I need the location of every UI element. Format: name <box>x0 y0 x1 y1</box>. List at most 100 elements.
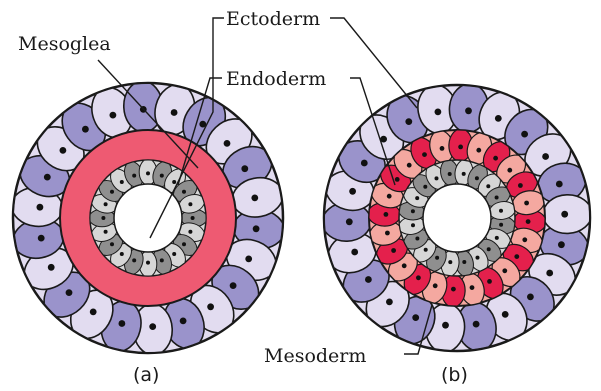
ectoderm-b-nucleus <box>542 153 549 160</box>
endoderm-a-nucleus <box>182 242 186 246</box>
endoderm-a-nucleus <box>101 216 105 220</box>
ectoderm-a-nucleus <box>180 318 187 325</box>
mesoderm-b-nucleus <box>387 194 392 199</box>
ectoderm-a-nucleus <box>90 309 97 316</box>
ectoderm-b-nucleus <box>435 109 442 116</box>
endoderm-a-nucleus <box>110 242 114 246</box>
endoderm-a-nucleus <box>110 190 114 194</box>
ectoderm-a-nucleus <box>245 256 252 263</box>
mesoderm-b-nucleus <box>433 283 438 288</box>
cavity-b <box>423 184 491 252</box>
ectoderm-b-nucleus <box>442 322 449 329</box>
mesoderm-b-nucleus <box>422 152 427 157</box>
mesoderm-b-nucleus <box>470 285 475 290</box>
mesoderm-b-nucleus <box>416 275 421 280</box>
ectoderm-a-nucleus <box>119 320 126 327</box>
label-ectoderm: Ectoderm <box>226 8 320 30</box>
endoderm-b-nucleus <box>462 172 466 176</box>
ectoderm-b-nucleus <box>365 276 372 283</box>
ectoderm-b-nucleus <box>556 181 563 188</box>
endoderm-b-nucleus <box>411 209 415 213</box>
endoderm-a-nucleus <box>188 230 192 234</box>
mesoderm-b-nucleus <box>440 146 445 151</box>
mesoderm-b-nucleus <box>395 177 400 182</box>
ectoderm-a-nucleus <box>251 195 258 202</box>
endoderm-b-nucleus <box>448 260 452 264</box>
mesoderm-b-nucleus <box>507 168 512 173</box>
endoderm-b-nucleus <box>475 176 479 180</box>
ectoderm-a-nucleus <box>48 264 55 271</box>
mesoderm-b-nucleus <box>451 287 456 292</box>
ectoderm-b-nucleus <box>351 249 358 256</box>
endoderm-b-nucleus <box>448 172 452 176</box>
endoderm-a-nucleus <box>172 180 176 184</box>
ectoderm-b-nucleus <box>558 241 565 248</box>
mesoderm-b-nucleus <box>487 279 492 284</box>
mesoderm-b-nucleus <box>502 268 507 273</box>
endoderm-b-nucleus <box>495 236 499 240</box>
mesoderm-b-nucleus <box>391 248 396 253</box>
caption-a: (a) <box>133 364 159 386</box>
ectoderm-b-nucleus <box>527 294 534 301</box>
mesoderm-b-nucleus <box>476 148 481 153</box>
ectoderm-a-nucleus <box>44 174 51 181</box>
endoderm-a-nucleus <box>120 180 124 184</box>
label-mesoderm: Mesoderm <box>264 345 366 367</box>
endoderm-b-nucleus <box>415 237 419 241</box>
ectoderm-a-nucleus <box>82 126 89 133</box>
ectoderm-a-nucleus <box>241 165 248 172</box>
endoderm-b-nucleus <box>435 256 439 260</box>
endoderm-b-nucleus <box>435 176 439 180</box>
ectoderm-a-nucleus <box>149 323 156 330</box>
endoderm-b-nucleus <box>424 248 428 252</box>
endoderm-b-nucleus <box>499 223 503 227</box>
diagram-a <box>10 80 286 355</box>
ectoderm-b-nucleus <box>546 270 553 277</box>
mesoderm-b-nucleus <box>524 201 529 206</box>
endoderm-b-nucleus <box>476 256 480 260</box>
ectoderm-b-nucleus <box>473 321 480 328</box>
endoderm-b-nucleus <box>423 185 427 189</box>
ectoderm-leader-b <box>330 18 417 108</box>
ectoderm-b-nucleus <box>495 115 502 122</box>
ectoderm-b-nucleus <box>521 131 528 138</box>
endoderm-a-nucleus <box>104 202 108 206</box>
ectoderm-b-nucleus <box>412 314 419 321</box>
endoderm-a-nucleus <box>172 252 176 256</box>
ectoderm-a-nucleus <box>66 289 73 296</box>
ectoderm-b-nucleus <box>502 311 509 318</box>
label-mesoglea: Mesoglea <box>18 33 111 55</box>
diagram-b <box>322 82 593 354</box>
ectoderm-b-nucleus <box>561 211 568 218</box>
mesoderm-b-nucleus <box>402 263 407 268</box>
ectoderm-a-nucleus <box>253 225 260 232</box>
mesoderm-b-nucleus <box>526 219 531 224</box>
label-endoderm: Endoderm <box>226 68 326 90</box>
mesoderm-b-nucleus <box>518 183 523 188</box>
caption-b: (b) <box>441 364 468 386</box>
endoderm-a-nucleus <box>120 252 124 256</box>
endoderm-a-nucleus <box>160 174 164 178</box>
endoderm-a-nucleus <box>132 174 136 178</box>
ectoderm-b-nucleus <box>386 299 393 306</box>
endoderm-a-nucleus <box>146 171 150 175</box>
endoderm-a-nucleus <box>188 202 192 206</box>
endoderm-a-nucleus <box>160 258 164 262</box>
ectoderm-a-nucleus <box>38 235 45 242</box>
endoderm-a-nucleus <box>104 230 108 234</box>
ectoderm-a-nucleus <box>230 282 237 289</box>
endoderm-b-nucleus <box>486 184 490 188</box>
endoderm-a-nucleus <box>132 258 136 262</box>
ectoderm-b-nucleus <box>349 188 356 195</box>
mesoderm-b-nucleus <box>458 145 463 150</box>
mesoderm-b-nucleus <box>514 254 519 259</box>
endoderm-b-nucleus <box>411 223 415 227</box>
endoderm-b-nucleus <box>495 196 499 200</box>
mesoderm-b-nucleus <box>384 212 389 217</box>
endoderm-a-nucleus <box>182 190 186 194</box>
endoderm-b-nucleus <box>462 260 466 264</box>
ectoderm-b-nucleus <box>405 118 412 125</box>
endoderm-b-nucleus <box>415 196 419 200</box>
ectoderm-b-nucleus <box>346 218 353 225</box>
ectoderm-a-nucleus <box>60 147 67 154</box>
